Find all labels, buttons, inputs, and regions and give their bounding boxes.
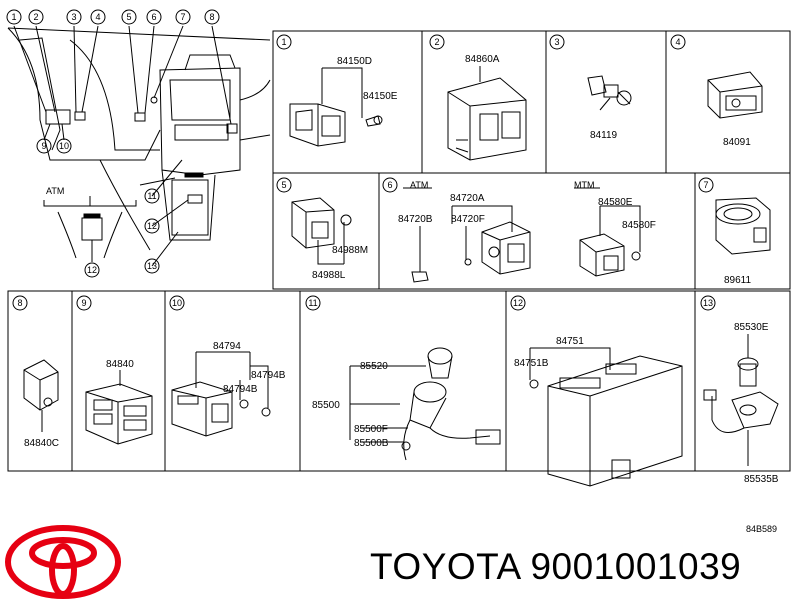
- overview-callout-7: 7: [180, 12, 185, 22]
- part-switch-84860a: [447, 77, 527, 161]
- brand-part-title: TOYOTA 9001001039: [370, 546, 741, 588]
- panel-2-number: 2: [434, 37, 439, 47]
- part-switch-84580e: [579, 233, 641, 277]
- label-84860a: 84860A: [465, 54, 500, 65]
- part-cigarette-lighter-85500: [401, 347, 501, 461]
- label-85500b: 85500B: [354, 438, 389, 449]
- label-84150e: 84150E: [363, 91, 398, 102]
- label-85500f: 85500F: [354, 424, 388, 435]
- panel-13-number: 13: [703, 298, 713, 308]
- brand-name: TOYOTA: [370, 546, 520, 587]
- atm-inset-callout-12: 12: [87, 265, 97, 275]
- part-button-89611: [715, 197, 771, 255]
- overview-callout-8: 8: [209, 12, 214, 22]
- panel-12-number: 12: [513, 298, 523, 308]
- label-84580e: 84580E: [598, 197, 633, 208]
- label-84091: 84091: [723, 137, 751, 148]
- part-switch-84794: [171, 381, 271, 437]
- part-switch-84988m: [291, 197, 352, 249]
- label-84150d: 84150D: [337, 56, 372, 67]
- panel-3-number: 3: [554, 37, 559, 47]
- label-84720a: 84720A: [450, 193, 485, 204]
- part-number: 9001001039: [530, 546, 742, 587]
- overview-callout-6: 6: [151, 12, 156, 22]
- part-switch-84150d: [289, 103, 346, 147]
- panel-8-number: 8: [17, 298, 22, 308]
- label-84580f: 84580F: [622, 220, 656, 231]
- overview-callout-12: 12: [147, 221, 157, 231]
- overview-callout-9: 9: [41, 141, 46, 151]
- label-84840c: 84840C: [24, 438, 59, 449]
- overview-callout-3: 3: [71, 12, 76, 22]
- label-atm: ATM: [410, 180, 428, 190]
- overview-callout-10: 10: [59, 141, 69, 151]
- atm-inset-label: ATM: [46, 186, 64, 196]
- label-mtm: MTM: [574, 180, 595, 190]
- label-85530e: 85530E: [734, 322, 769, 333]
- label-84794: 84794: [213, 341, 241, 352]
- panel-borders: [7, 30, 791, 472]
- label-84751b: 84751B: [514, 358, 549, 369]
- diagram-ref-code: 84B589: [746, 524, 777, 534]
- label-84840: 84840: [106, 359, 134, 370]
- part-labels: 84150D 84150E 84860A 84119 84091 84988M …: [24, 54, 779, 485]
- label-85535b: 85535B: [744, 474, 779, 485]
- part-switch-84720a: [411, 221, 531, 283]
- overview-callout-4: 4: [95, 12, 100, 22]
- panel-9-number: 9: [81, 298, 86, 308]
- panel-5-number: 5: [281, 180, 286, 190]
- label-85520: 85520: [360, 361, 388, 372]
- label-84988l: 84988L: [312, 270, 346, 281]
- label-84794b-right: 84794B: [251, 370, 286, 381]
- panel-1-number: 1: [281, 37, 286, 47]
- part-switch-84840c: [23, 359, 59, 411]
- label-89611: 89611: [724, 275, 752, 286]
- part-clip-84150e: [365, 115, 383, 127]
- part-switch-84091: [707, 71, 763, 119]
- panel-6-number: 6: [387, 180, 392, 190]
- overview-callout-13: 13: [147, 261, 157, 271]
- overview-callout-2: 2: [33, 12, 38, 22]
- label-84720f: 84720F: [451, 214, 485, 225]
- label-84988m: 84988M: [332, 245, 368, 256]
- part-switch-84119: [587, 75, 632, 106]
- part-switch-84840: [85, 383, 153, 445]
- panel-callout-circles: [12, 34, 716, 311]
- overview-callout-11: 11: [147, 191, 156, 201]
- label-84720b: 84720B: [398, 214, 433, 225]
- part-ecu-84751: [529, 355, 683, 487]
- panel-11-number: 11: [308, 298, 317, 308]
- label-84751: 84751: [556, 336, 584, 347]
- panel-4-number: 4: [675, 37, 680, 47]
- panel-7-number: 7: [703, 180, 708, 190]
- label-85500: 85500: [312, 400, 340, 411]
- part-socket-85530e: [703, 357, 779, 433]
- overview-callout-circles: [6, 9, 220, 278]
- overview-callout-1: 1: [11, 12, 16, 22]
- toyota-logo-icon: [5, 525, 121, 599]
- panel-numbers: 1 2 3 4 5 6 7 8 9 10 11 12 13: [17, 37, 713, 308]
- panel-10-number: 10: [172, 298, 182, 308]
- overview-callout-5: 5: [126, 12, 131, 22]
- label-84794b-left: 84794B: [223, 384, 258, 395]
- label-84119: 84119: [590, 130, 618, 141]
- dashboard-overview: [7, 25, 271, 267]
- overview-callout-numbers: 1 2 3 4 5 6 7 8 9 10 11 12 13 12: [11, 12, 214, 275]
- atm-inset: [43, 196, 137, 262]
